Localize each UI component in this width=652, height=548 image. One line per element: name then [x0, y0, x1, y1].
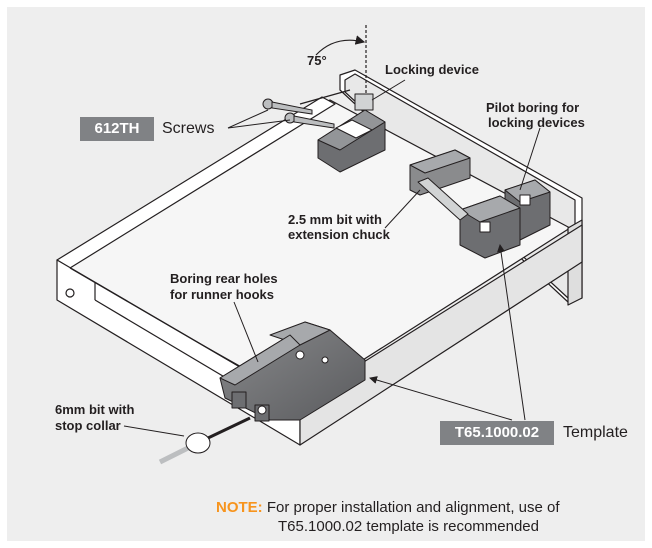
note-line1: NOTE: For proper installation and alignm…	[216, 498, 646, 517]
rear-holes-label-line2: for runner hooks	[170, 287, 275, 302]
locking-device	[317, 93, 386, 173]
note-prefix: NOTE:	[216, 499, 263, 516]
drawer-box	[56, 69, 583, 446]
pilot-boring-label-line1: Pilot boring for	[486, 100, 580, 115]
bit-6-label-line2: stop collar	[55, 418, 121, 433]
template-code-badge: T65.1000.02	[440, 421, 554, 445]
note-line2: T65.1000.02 template is recommended	[278, 518, 539, 535]
pilot-boring-label-line2: locking devices	[488, 115, 585, 130]
locking-device-label: Locking device	[385, 62, 479, 77]
angle-label: 75°	[307, 53, 327, 68]
template-label: Template	[563, 424, 628, 441]
bit-25-label-line2: extension chuck	[288, 227, 390, 242]
screws-code-badge: 612TH	[80, 117, 154, 141]
leader-lines	[123, 79, 541, 437]
note-text-line1: For proper installation and alignment, u…	[266, 499, 560, 516]
rear-holes-label-line1: Boring rear holes	[170, 271, 278, 286]
bit-6-label-line1: 6mm bit with	[55, 402, 135, 417]
pilot-template	[409, 149, 551, 259]
drill-bit-6mm	[158, 416, 251, 465]
bit-25-label-line1: 2.5 mm bit with	[288, 212, 382, 227]
screws-label: Screws	[162, 120, 215, 137]
rear-template	[219, 321, 366, 422]
